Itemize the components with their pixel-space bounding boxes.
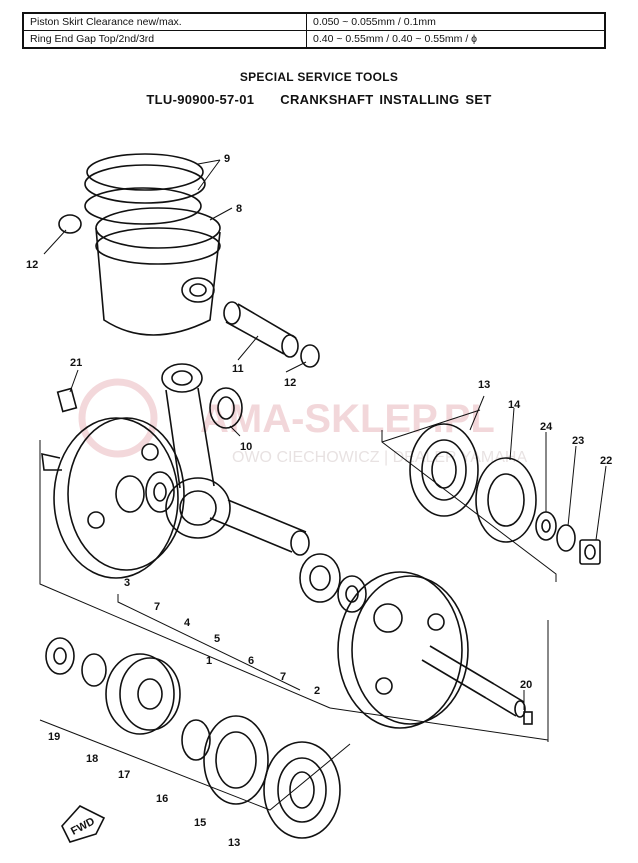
callout-6: 6	[248, 655, 254, 667]
thrust-washer-right	[337, 575, 367, 613]
woodruff-key-right	[523, 711, 533, 725]
big-end-bearing	[299, 553, 341, 603]
callout-14: 14	[508, 399, 521, 411]
main-bearing-top	[409, 423, 479, 517]
clip-18	[81, 653, 107, 687]
callout-5: 5	[214, 633, 220, 645]
callouts: 9 8 12 11 12 21 10 13 14 24 23 22 3 7 4 …	[26, 153, 612, 849]
piston-rings	[84, 153, 206, 225]
primary-gear	[105, 653, 181, 735]
circlip-left	[58, 214, 82, 234]
callout-3: 3	[124, 577, 130, 589]
callout-8: 8	[236, 203, 242, 215]
tool-name: CRANKSHAFT INSTALLING SET	[280, 92, 492, 107]
nut-22	[579, 539, 601, 565]
washer-19	[45, 637, 75, 675]
section-heading: SPECIAL SERVICE TOOLS	[239, 70, 399, 84]
connecting-rod	[161, 363, 231, 539]
o-ring-16	[181, 719, 211, 761]
tool-heading: TLU-90900-57-01 CRANKSHAFT INSTALLING SET	[0, 92, 638, 107]
callout-13b: 13	[228, 837, 240, 849]
small-end-bearing	[209, 387, 243, 429]
oil-seal-bottom	[203, 715, 269, 805]
callout-2: 2	[314, 685, 320, 697]
oil-seal-top	[475, 457, 537, 543]
callout-22: 22	[600, 455, 612, 467]
callout-13: 13	[478, 379, 490, 391]
table-row: Piston Skirt Clearance new/max. 0.050 ~ …	[22, 12, 606, 31]
callout-18: 18	[86, 753, 98, 765]
circlip-right	[300, 344, 320, 368]
callout-24: 24	[540, 421, 553, 433]
callout-7b: 7	[280, 671, 286, 683]
piston-pin	[223, 301, 299, 358]
callout-12: 12	[26, 259, 38, 271]
thrust-washer-left	[145, 471, 175, 513]
callout-21: 21	[70, 357, 82, 369]
callout-15: 15	[194, 817, 206, 829]
woodruff-key	[56, 387, 78, 413]
watermark: AMA-SKLEP.PL OWO CIECHOWICZ | DEALER YAM…	[78, 378, 527, 466]
table-row: Ring End Gap Top/2nd/3rd 0.40 ~ 0.55mm /…	[22, 30, 606, 49]
callout-17: 17	[118, 769, 130, 781]
crank-wheel-right	[337, 571, 526, 729]
watermark-sub: OWO CIECHOWICZ | DEALER YAMAHA	[232, 449, 527, 466]
clip-23	[556, 524, 576, 552]
callout-20: 20	[520, 679, 532, 691]
callout-7: 7	[154, 601, 160, 613]
spec-table: Piston Skirt Clearance new/max. 0.050 ~ …	[22, 12, 606, 49]
callout-12b: 12	[284, 377, 296, 389]
piston	[95, 207, 221, 336]
fwd-arrow-icon: FWD	[61, 805, 106, 843]
crank-pin	[209, 499, 310, 556]
tool-number: TLU-90900-57-01	[146, 92, 255, 107]
spec-value: 0.40 ~ 0.55mm / 0.40 ~ 0.55mm / ϕ	[306, 30, 606, 49]
callout-9: 9	[224, 153, 230, 165]
crank-wheel-left	[41, 417, 185, 579]
callout-16: 16	[156, 793, 168, 805]
callout-19: 19	[48, 731, 60, 743]
spec-value: 0.050 ~ 0.055mm / 0.1mm	[306, 12, 606, 31]
callout-11: 11	[232, 363, 244, 375]
main-bearing-bottom	[263, 741, 341, 839]
callout-10: 10	[240, 441, 252, 453]
callout-1: 1	[206, 655, 212, 667]
watermark-brand: AMA-SKLEP.PL	[200, 397, 495, 441]
callout-23: 23	[572, 435, 584, 447]
callout-4: 4	[184, 617, 191, 629]
washer-24	[535, 511, 557, 541]
